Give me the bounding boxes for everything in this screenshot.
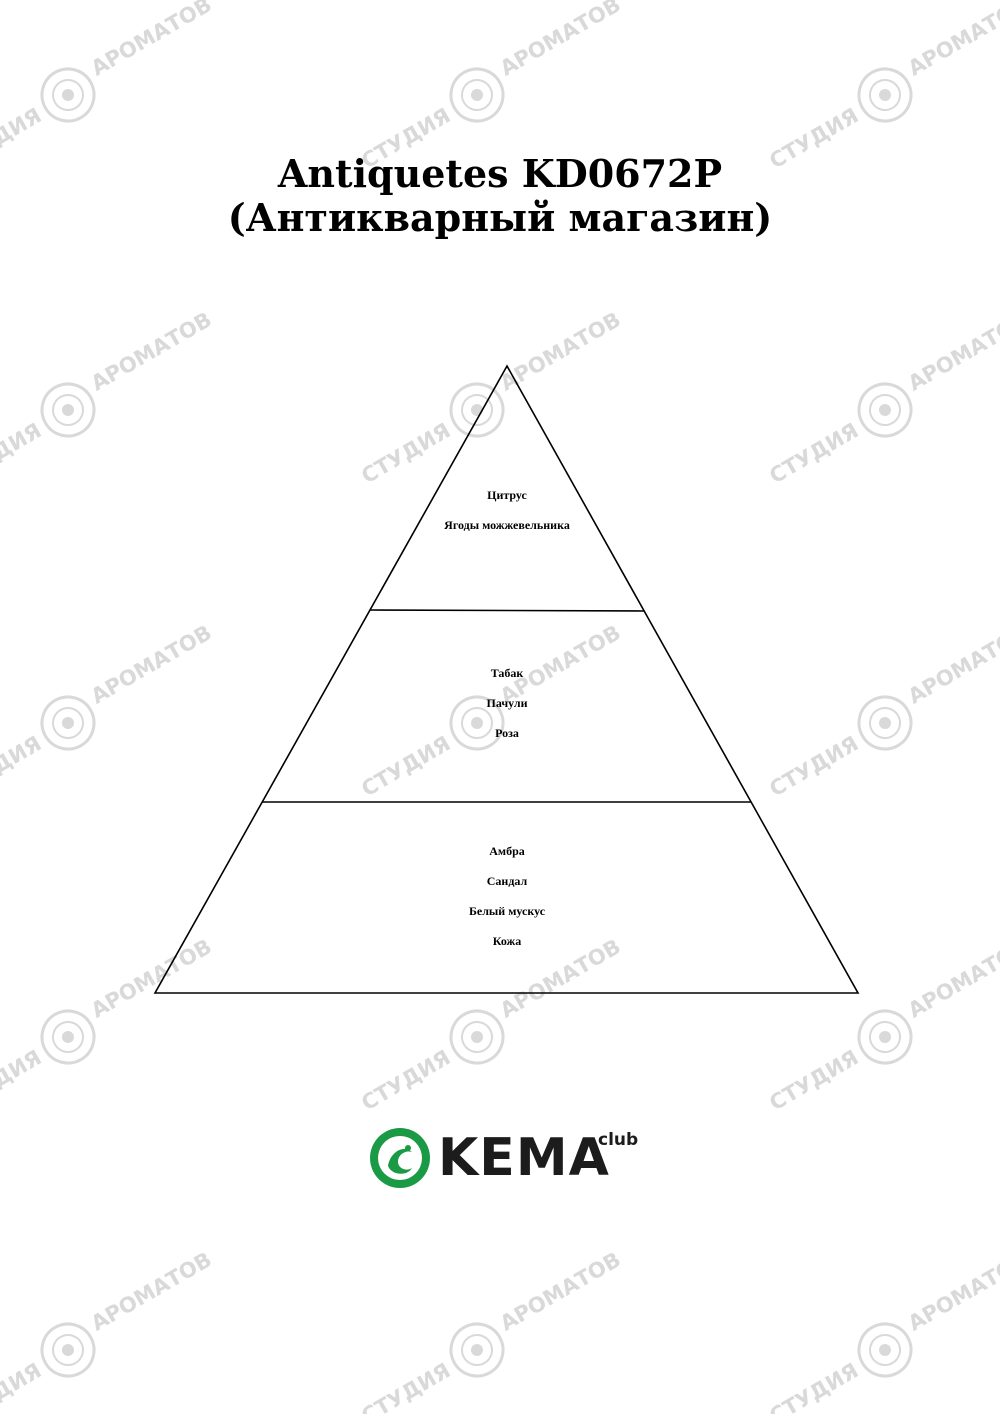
note-top-0: Цитрус (487, 488, 527, 502)
kema-logo: KEMA club (368, 1126, 648, 1190)
note-base-2: Белый мускус (469, 904, 546, 918)
page-title: Antiquetes KD0672P (Антикварный магазин) (0, 152, 1000, 240)
kema-logo-icon (370, 1128, 430, 1188)
pyramid-divider-top (369, 609, 645, 612)
note-middle-0: Табак (491, 666, 524, 680)
note-base-3: Кожа (493, 934, 522, 948)
pyramid-outline (153, 364, 860, 994)
title-line-1: Antiquetes KD0672P (277, 151, 723, 196)
kema-logo-text: KEMA (438, 1128, 610, 1188)
note-middle-2: Роза (495, 726, 519, 740)
note-middle-1: Пачули (487, 696, 528, 710)
title-line-2: (Антикварный магазин) (227, 195, 773, 240)
kema-logo-superscript: club (598, 1130, 639, 1150)
note-base-1: Сандал (487, 874, 528, 888)
note-base-0: Амбра (489, 844, 525, 858)
note-top-1: Ягоды можжевельника (444, 518, 570, 532)
